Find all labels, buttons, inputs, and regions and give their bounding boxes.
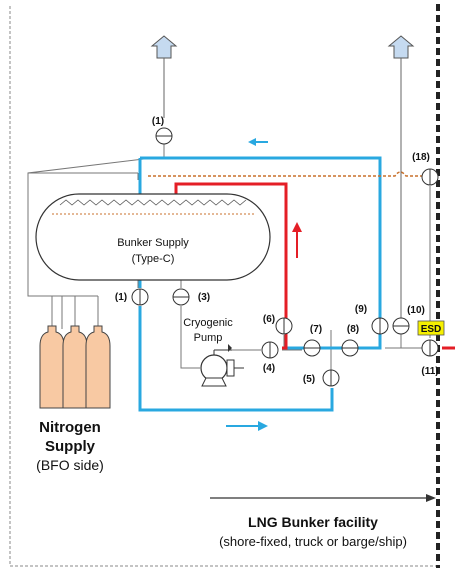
label-v1-top: (1) xyxy=(152,116,164,127)
label-v10: (10) xyxy=(407,305,425,316)
nitrogen-label-1: Nitrogen xyxy=(39,419,101,436)
label-v9: (9) xyxy=(355,304,367,315)
label-v18: (18) xyxy=(412,152,430,163)
valve-8[interactable] xyxy=(341,339,359,357)
label-v6: (6) xyxy=(263,314,275,325)
label-v7: (7) xyxy=(310,324,322,335)
esd-badge: ESD xyxy=(417,320,445,336)
bfo-boundary xyxy=(9,6,438,567)
valve-10[interactable] xyxy=(392,317,410,335)
valve-1-left[interactable] xyxy=(131,288,149,306)
tank-label-2: (Type-C) xyxy=(132,253,175,265)
vent-stack-left xyxy=(150,35,178,118)
label-v11: (11) xyxy=(421,366,438,377)
label-v1-left: (1) xyxy=(115,292,127,303)
label-v5: (5) xyxy=(303,374,315,385)
pump-label-1: Cryogenic xyxy=(183,317,233,329)
label-v4: (4) xyxy=(263,363,275,374)
flow-arrow-top xyxy=(248,138,268,146)
svg-text:ESD: ESD xyxy=(421,324,442,335)
nitrogen-label-2: Supply xyxy=(45,438,96,455)
nitrogen-label-3: (BFO side) xyxy=(36,457,104,473)
facility-label-2: (shore-fixed, truck or barge/ship) xyxy=(219,534,407,549)
flow-arrow-red xyxy=(292,222,302,258)
flow-arrow-bottom xyxy=(226,421,268,431)
valve-18[interactable] xyxy=(421,168,439,186)
nitrogen-cylinders xyxy=(39,295,111,409)
valves xyxy=(131,127,439,387)
cryogenic-pump xyxy=(200,344,244,387)
valve-7[interactable] xyxy=(303,339,321,357)
valve-9[interactable] xyxy=(371,317,389,335)
pump-label-2: Pump xyxy=(194,332,223,344)
valve-4[interactable] xyxy=(261,341,279,359)
valve-5[interactable] xyxy=(322,369,340,387)
vent-stack-right xyxy=(387,35,415,320)
valve-6[interactable] xyxy=(275,317,293,335)
label-v8: (8) xyxy=(347,324,359,335)
valve-1-top[interactable] xyxy=(155,127,173,145)
orange-dashed-line xyxy=(148,171,422,177)
red-pipeline xyxy=(174,182,288,350)
valve-3[interactable] xyxy=(172,288,190,306)
tank-label-1: Bunker Supply xyxy=(117,237,189,249)
bunker-tank: Bunker Supply (Type-C) xyxy=(35,193,271,281)
facility-label-1: LNG Bunker facility xyxy=(248,514,378,530)
label-v3: (3) xyxy=(198,292,210,303)
facility-arrow xyxy=(210,494,436,502)
valve-11[interactable] xyxy=(421,339,439,357)
